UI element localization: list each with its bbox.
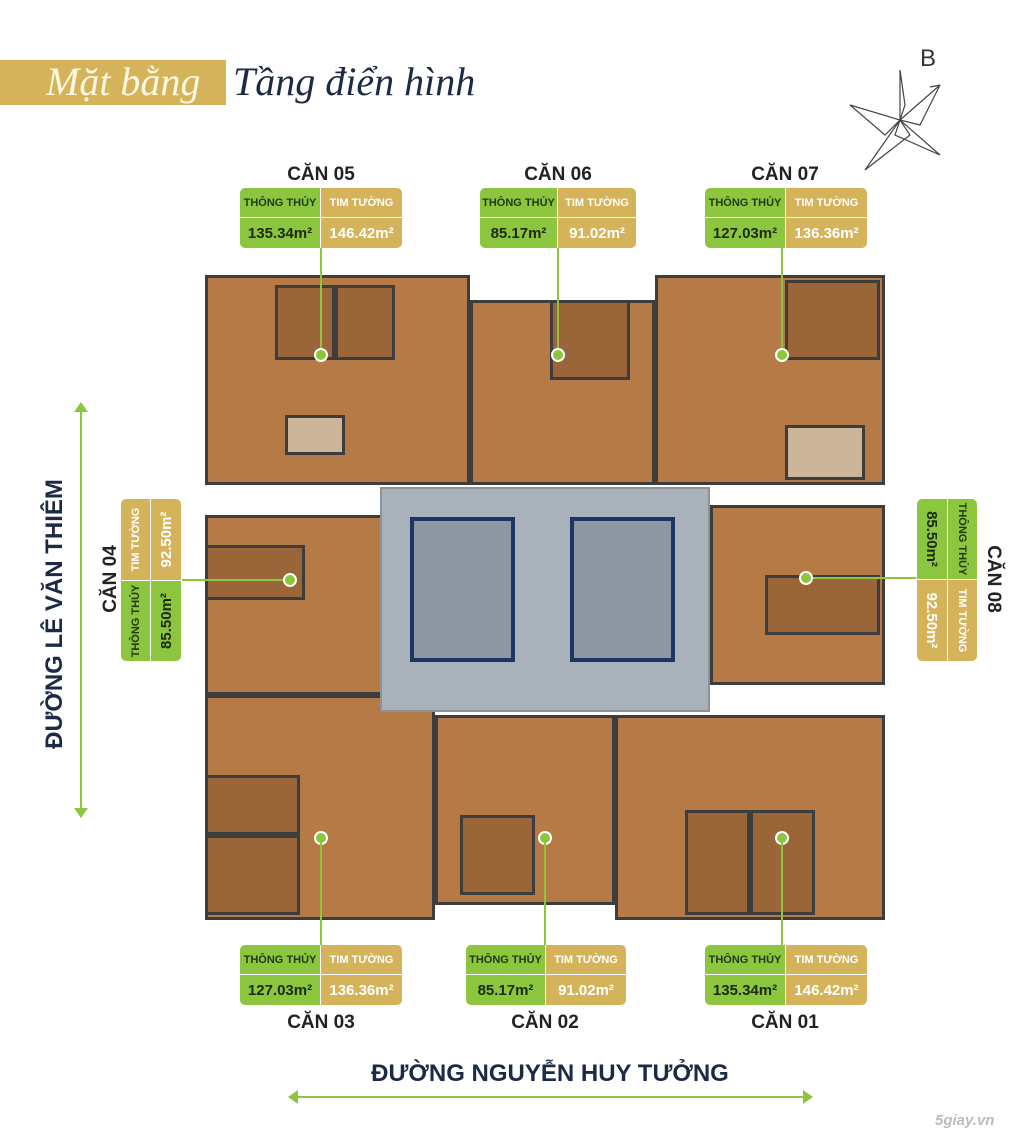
leader-line [320, 248, 322, 355]
compass-north-label: B [920, 45, 937, 72]
title-band [0, 60, 226, 105]
arrowhead-icon [288, 1090, 298, 1104]
net-area-header: THÔNG THỦY [240, 945, 321, 975]
net-area: 127.03m² [240, 975, 321, 1005]
unit-08-marker [799, 571, 813, 585]
arrowhead-icon [803, 1090, 813, 1104]
gross-area-header: TIM TƯỜNG [786, 945, 867, 975]
gross-area: 92.50m² [151, 499, 181, 580]
gross-area-header: TIM TƯỜNG [321, 945, 402, 975]
leader-line [544, 838, 546, 945]
gross-area: 92.50m² [917, 580, 947, 661]
net-area-header: THÔNG THỦY [240, 188, 321, 218]
bottom-street-label: ĐƯỜNG NGUYỄN HUY TƯỞNG [371, 1060, 729, 1087]
net-area-header: THÔNG THỦY [705, 945, 786, 975]
unit-08-label: CĂN 08 [983, 545, 1004, 613]
arrowhead-icon [74, 402, 88, 412]
net-area: 127.03m² [705, 218, 786, 248]
net-area: 135.34m² [705, 975, 786, 1005]
leader-line [781, 248, 783, 355]
leader-line [182, 579, 290, 581]
unit-02-label: CĂN 02 [511, 1012, 579, 1033]
gross-area-header: TIM TƯỜNG [121, 499, 151, 580]
gross-area-header: TIM TƯỜNG [786, 188, 867, 218]
net-area: 135.34m² [240, 218, 321, 248]
bottom-street-arrow [295, 1096, 805, 1098]
gross-area-header: TIM TƯỜNG [558, 188, 636, 218]
unit-05-marker [314, 348, 328, 362]
floor-plan [205, 275, 885, 920]
title-part2: Tầng điển hình [233, 59, 476, 104]
watermark: 5giay.vn [935, 1112, 995, 1129]
unit-04-marker [283, 573, 297, 587]
unit-01-label: CĂN 01 [751, 1012, 819, 1033]
arrowhead-icon [74, 808, 88, 818]
unit-06-marker [551, 348, 565, 362]
net-area: 85.50m² [917, 499, 947, 580]
left-street-label: ĐƯỜNG LÊ VĂN THIÊM [41, 479, 68, 749]
net-area-header: THÔNG THỦY [480, 188, 558, 218]
gross-area: 146.42m² [786, 975, 867, 1005]
elevator-stair-core [380, 487, 710, 712]
leader-line [557, 248, 559, 355]
compass: B [845, 45, 945, 175]
net-area: 85.17m² [480, 218, 558, 248]
net-area: 85.50m² [151, 580, 181, 661]
gross-area-header: TIM TƯỜNG [947, 580, 977, 661]
net-area-header: THÔNG THỦY [121, 580, 151, 661]
net-area: 85.17m² [466, 975, 546, 1005]
gross-area: 146.42m² [321, 218, 402, 248]
unit-07-marker [775, 348, 789, 362]
leader-line [781, 838, 783, 945]
unit-06-label: CĂN 06 [524, 164, 592, 185]
net-area-header: THÔNG THỦY [466, 945, 546, 975]
unit-05-label: CĂN 05 [287, 164, 355, 185]
net-area-header: THÔNG THỦY [705, 188, 786, 218]
unit-04-label: CĂN 04 [100, 545, 121, 613]
net-area-header: THÔNG THỦY [947, 499, 977, 580]
gross-area: 136.36m² [321, 975, 402, 1005]
gross-area: 91.02m² [546, 975, 626, 1005]
gross-area: 91.02m² [558, 218, 636, 248]
gross-area-header: TIM TƯỜNG [321, 188, 402, 218]
unit-03-label: CĂN 03 [287, 1012, 355, 1033]
compass-rose-icon [849, 69, 941, 171]
title-part1: Mặt bằng [46, 59, 201, 104]
leader-line [806, 577, 916, 579]
left-street-arrow [80, 410, 82, 810]
unit-07-label: CĂN 07 [751, 164, 819, 185]
leader-line [320, 838, 322, 945]
gross-area: 136.36m² [786, 218, 867, 248]
gross-area-header: TIM TƯỜNG [546, 945, 626, 975]
